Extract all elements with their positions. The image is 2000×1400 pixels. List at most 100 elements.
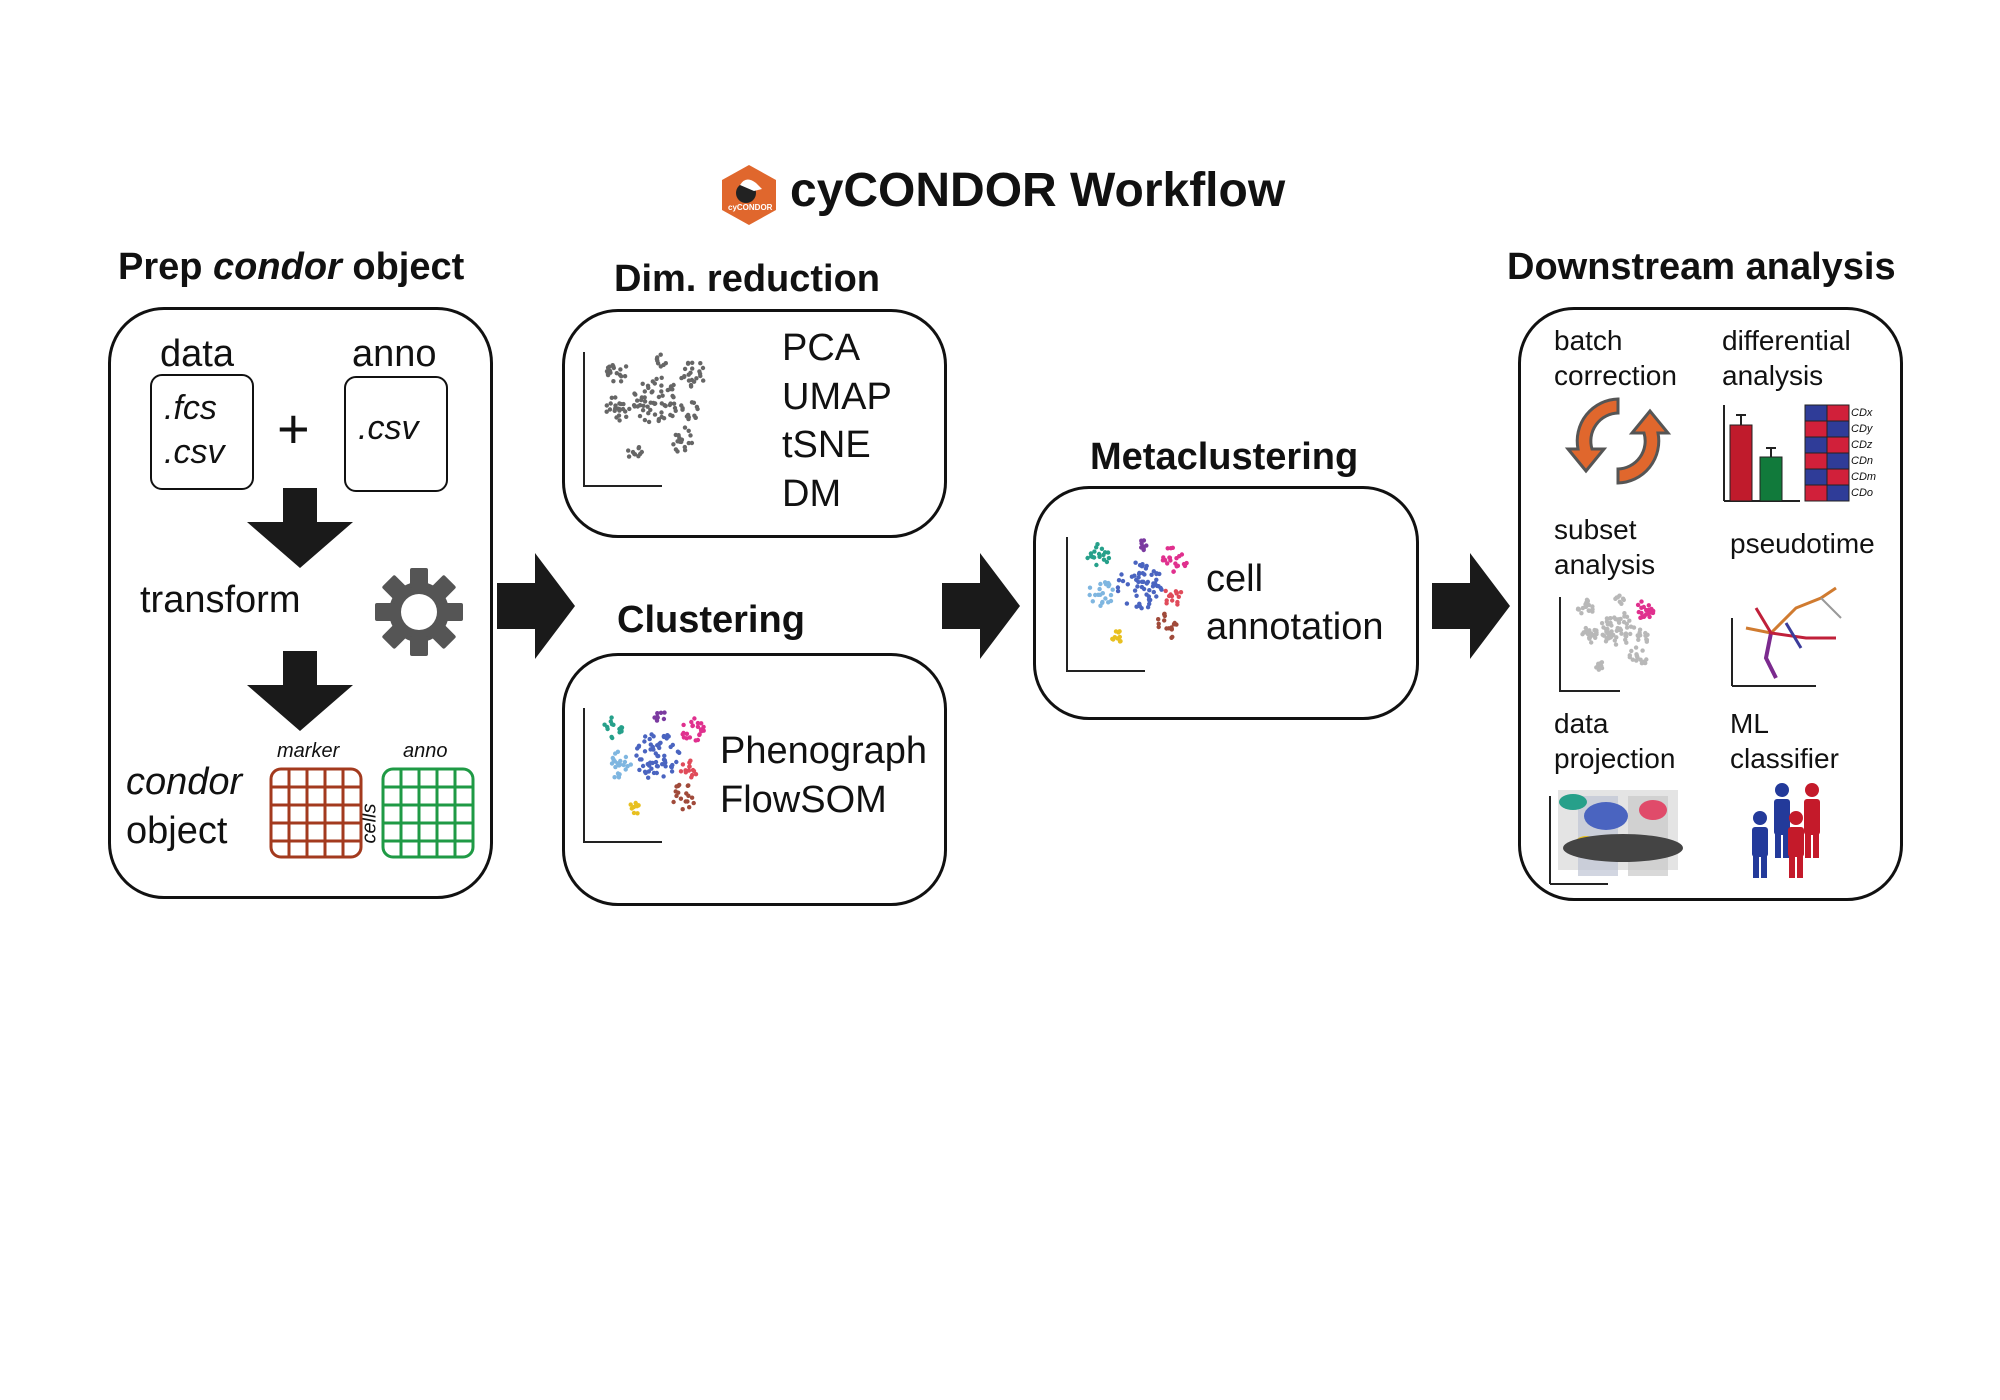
scatter-axes — [583, 708, 662, 843]
scatter-point — [608, 401, 613, 406]
anno-small-label: anno — [403, 740, 448, 762]
gear-icon — [375, 568, 463, 656]
scatter-point — [1090, 599, 1095, 604]
scatter-point — [689, 440, 695, 446]
scatter-point — [699, 721, 704, 726]
scatter-point — [1166, 626, 1172, 631]
scatter-point — [657, 745, 662, 751]
scatter-point — [632, 391, 637, 396]
scatter-point — [663, 403, 668, 409]
anno-label: anno — [352, 333, 437, 375]
scatter-point — [1112, 635, 1117, 640]
scatter-point — [642, 395, 647, 400]
scatter-point — [1613, 642, 1619, 647]
scatter-point — [634, 804, 640, 809]
scatter-point — [692, 716, 697, 721]
scatter-point — [680, 762, 686, 767]
item-batch-correction: batch correction — [1554, 323, 1677, 393]
scatter-axes — [1066, 537, 1145, 672]
scatter-point — [632, 452, 638, 457]
scatter-point — [661, 416, 667, 421]
method-umap: UMAP — [782, 375, 892, 418]
scatter-point — [626, 454, 632, 459]
scatter-point — [1165, 546, 1170, 551]
scatter-point — [1117, 629, 1122, 634]
scatter-point — [1594, 632, 1599, 637]
scatter-point — [634, 753, 639, 758]
scatter-point — [646, 775, 651, 780]
scatter-point — [1617, 593, 1622, 598]
scatter-point — [1156, 617, 1161, 622]
batch-l1: batch — [1554, 325, 1623, 356]
scatter-point — [691, 800, 696, 806]
scatter-point — [613, 751, 618, 756]
scatter-point — [619, 729, 624, 734]
scatter-point — [687, 764, 692, 769]
scatter-point — [674, 759, 679, 765]
scatter-point — [1156, 621, 1161, 626]
transform-label: transform — [140, 579, 301, 621]
projection-plot — [1549, 790, 1683, 885]
scatter-point — [1113, 629, 1119, 634]
scatter-point — [1598, 660, 1604, 665]
scatter-point — [622, 759, 628, 765]
scatter-point — [646, 419, 652, 425]
scatter-point — [1617, 599, 1622, 604]
scatter-point — [656, 417, 662, 422]
subset-l2: analysis — [1554, 549, 1656, 580]
scatter-point — [1101, 552, 1106, 558]
scatter-point — [1583, 625, 1588, 631]
scatter-point — [635, 811, 640, 816]
scatter-axes — [1559, 597, 1620, 692]
bar-chart-icon — [1723, 405, 1800, 502]
scatter-point — [688, 384, 694, 389]
scatter-point — [1136, 575, 1141, 580]
scatter-point — [682, 366, 688, 372]
scatter-point — [1179, 552, 1185, 557]
scatter-point — [659, 389, 664, 394]
scatter-point — [1586, 602, 1592, 608]
batch-l2: correction — [1554, 360, 1677, 391]
scatter-point — [1174, 556, 1179, 561]
scatter-point — [1586, 608, 1592, 613]
scatter-point — [616, 413, 622, 418]
scatter-point — [662, 753, 667, 758]
scatter-point — [1100, 600, 1105, 605]
method-tsne: tSNE — [782, 424, 871, 467]
scatter-point — [1624, 614, 1630, 619]
scatter-point — [685, 360, 691, 366]
scatter-point — [1178, 590, 1184, 595]
scatter-point — [1647, 614, 1652, 620]
dimred-box — [562, 309, 947, 538]
scatter-point — [1120, 578, 1126, 584]
scatter-point — [1145, 605, 1151, 610]
scatter-point — [617, 418, 622, 423]
scatter-point — [689, 775, 694, 780]
scatter-point — [678, 769, 684, 774]
scatter-point — [655, 715, 660, 720]
scatter-point — [622, 374, 628, 379]
scatter-point — [645, 404, 650, 409]
scatter-point — [613, 403, 618, 408]
scatter-point — [1097, 586, 1102, 592]
anno-file-box: .csv — [344, 376, 448, 492]
scatter-point — [1590, 607, 1595, 612]
scatter-point — [1576, 607, 1581, 612]
scatter-point — [684, 736, 689, 741]
scatter-point — [697, 732, 702, 737]
down-arrow-1 — [247, 488, 353, 568]
scatter-point — [676, 790, 681, 795]
scatter-point — [1579, 611, 1584, 616]
scatter-point — [1115, 588, 1121, 594]
scatter-point — [1639, 610, 1644, 616]
scatter-point — [604, 403, 609, 408]
scatter-point — [650, 389, 655, 394]
scatter-point — [1172, 620, 1177, 626]
scatter-point — [1608, 616, 1613, 621]
scatter-point — [609, 395, 614, 400]
scatter-point — [1628, 631, 1633, 637]
scatter-point — [1165, 561, 1170, 566]
scatter-point — [1638, 657, 1643, 662]
scatter-point — [1110, 587, 1115, 592]
scatter-point — [688, 758, 693, 763]
